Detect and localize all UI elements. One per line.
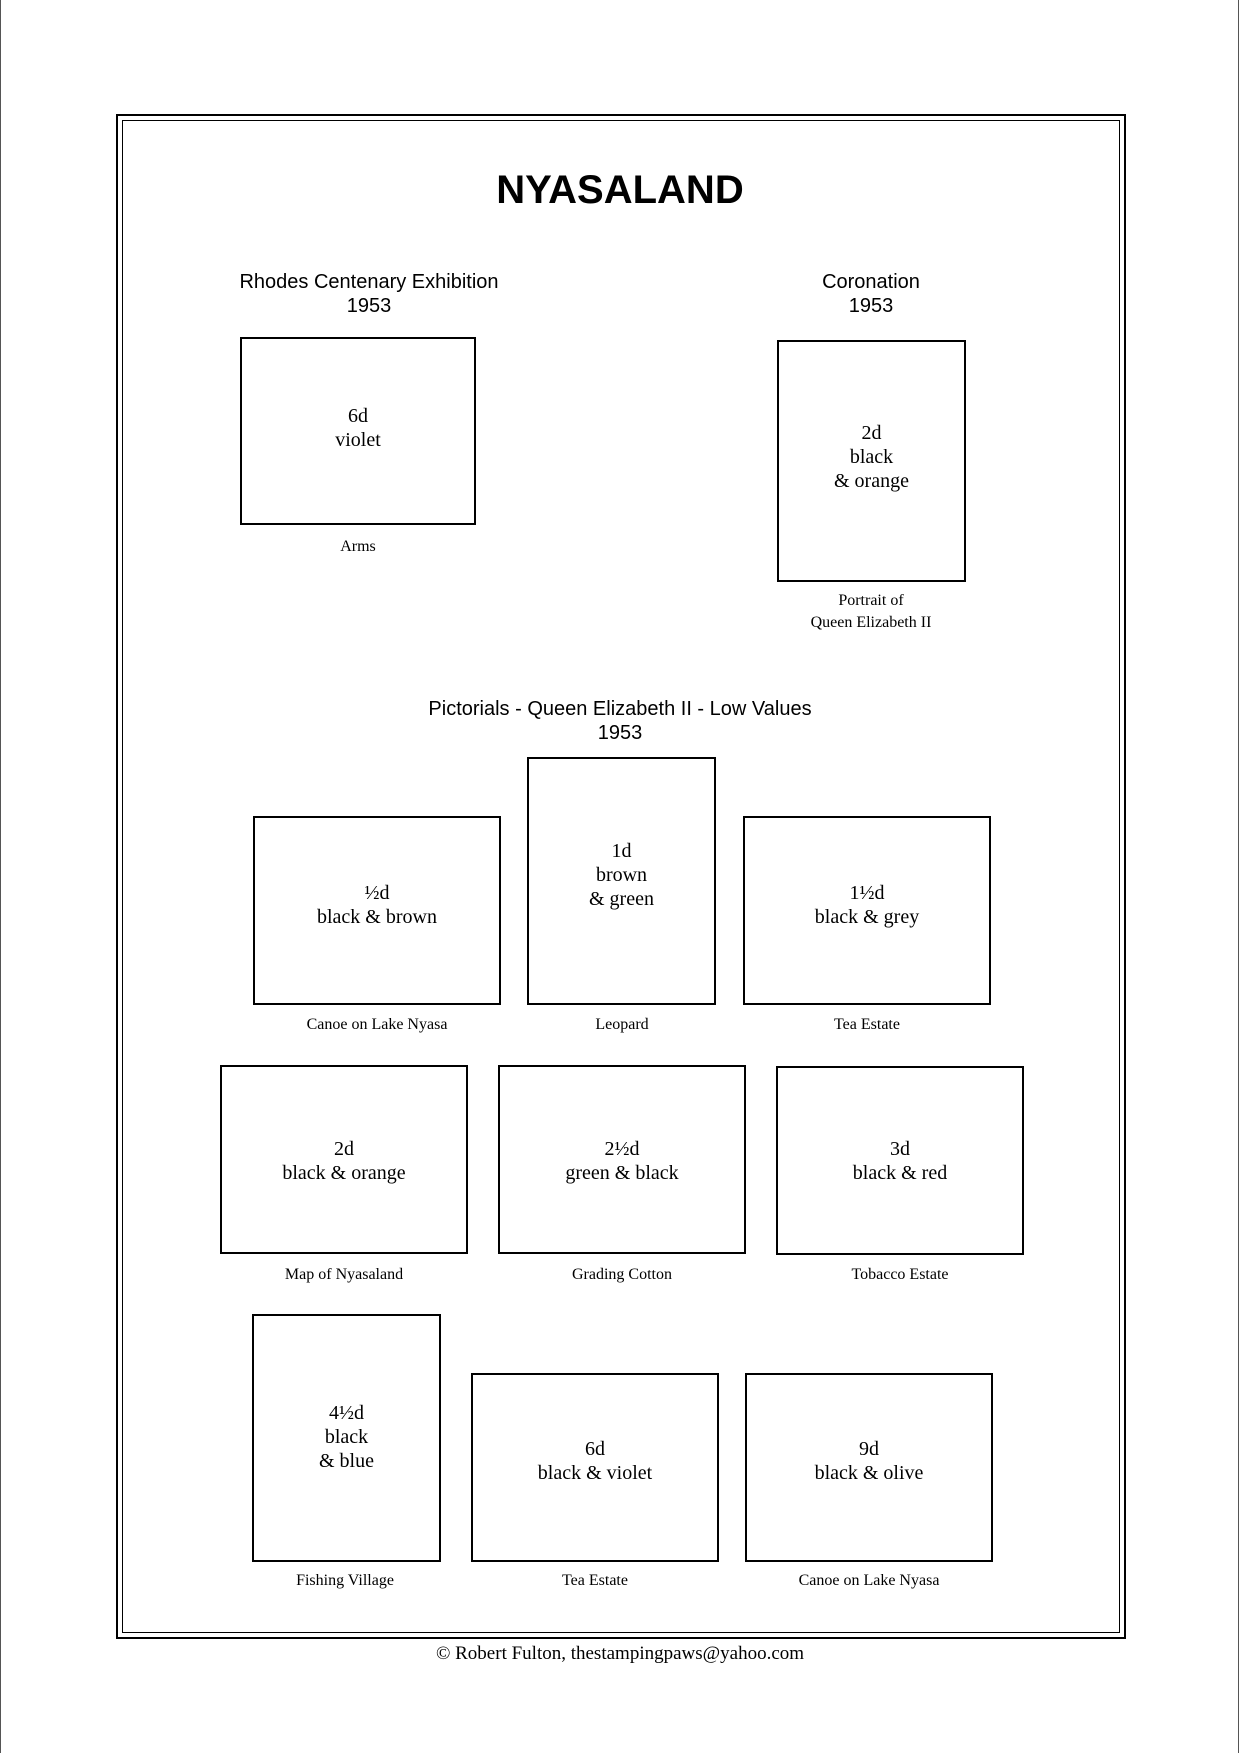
stamp-caption-arms: Arms (258, 536, 458, 558)
stamp-color: black & red (852, 1162, 948, 1184)
caption-text: Grading Cotton (572, 1266, 672, 1283)
stamp-value: 1d (611, 840, 632, 862)
stamp-box-halfpenny: ½d black & brown (253, 816, 501, 1005)
stamp-box-arms: 6d violet (240, 337, 476, 525)
stamp-value: 1½d (849, 882, 885, 904)
stamp-box-two-half-pence: 2½d green & black (498, 1065, 746, 1254)
stamp-caption-one-penny: Leopard (522, 1014, 722, 1036)
section-heading-pictorials: Pictorials - Queen Elizabeth II - Low Va… (395, 697, 845, 745)
stamp-color: black & grey (814, 906, 920, 928)
stamp-box-coronation: 2d black & orange (777, 340, 966, 582)
caption-text: Map of Nyasaland (284, 1266, 404, 1283)
caption-text: Canoe on Lake Nyasa (798, 1572, 940, 1589)
stamp-color: black & olive (814, 1462, 924, 1484)
stamp-box-nine-pence: 9d black & olive (745, 1373, 993, 1562)
stamp-box-three-pence: 3d black & red (776, 1066, 1024, 1255)
stamp-color: brown (595, 864, 648, 886)
stamp-color: violet (335, 429, 381, 451)
section-title: Coronation (822, 271, 920, 293)
stamp-box-six-pence: 6d black & violet (471, 1373, 719, 1562)
stamp-caption-one-half-penny: Tea Estate (767, 1014, 967, 1036)
section-title: Pictorials - Queen Elizabeth II - Low Va… (428, 698, 812, 720)
stamp-color: & blue (319, 1450, 374, 1472)
caption-text: Fishing Village (296, 1572, 394, 1589)
stamp-value: ½d (364, 882, 390, 904)
stamp-value: 2d (861, 422, 882, 444)
stamp-value: 2½d (604, 1138, 640, 1160)
stamp-color: black (324, 1426, 369, 1448)
stamp-color: green & black (565, 1162, 679, 1184)
stamp-box-one-penny: 1d brown & green (527, 757, 716, 1005)
caption-text: Queen Elizabeth II (810, 614, 932, 631)
stamp-caption-halfpenny: Canoe on Lake Nyasa (252, 1014, 502, 1036)
stamp-color: black & brown (317, 906, 437, 928)
stamp-value: 2d (334, 1138, 354, 1160)
caption-text: Portrait of (838, 592, 904, 609)
section-title: Rhodes Centenary Exhibition (239, 271, 499, 293)
stamp-value: 4½d (329, 1402, 364, 1424)
caption-text: Tea Estate (562, 1572, 628, 1589)
stamp-value: 9d (859, 1438, 879, 1460)
stamp-caption-three-pence: Tobacco Estate (800, 1264, 1000, 1286)
caption-text: Tea Estate (834, 1016, 900, 1033)
section-year: 1953 (597, 722, 643, 744)
stamp-color: black & orange (282, 1162, 406, 1184)
caption-text: Leopard (595, 1016, 649, 1033)
stamp-value: 6d (585, 1438, 605, 1460)
section-heading-coronation: Coronation 1953 (771, 270, 971, 318)
stamp-color: black (849, 446, 894, 468)
stamp-box-four-half-pence: 4½d black & blue (252, 1314, 441, 1562)
section-year: 1953 (848, 295, 894, 317)
stamp-caption-two-pence: Map of Nyasaland (219, 1264, 469, 1286)
stamp-value: 6d (348, 405, 368, 427)
section-heading-rhodes: Rhodes Centenary Exhibition 1953 (219, 270, 519, 318)
stamp-caption-nine-pence: Canoe on Lake Nyasa (744, 1570, 994, 1592)
stamp-color: & orange (834, 470, 909, 492)
page-title: NYASALAND (496, 168, 744, 212)
stamp-color: black & violet (537, 1462, 653, 1484)
stamp-caption-six-pence: Tea Estate (495, 1570, 695, 1592)
caption-text: Arms (340, 538, 376, 555)
stamp-value: 3d (890, 1138, 910, 1160)
page-footer: © Robert Fulton, thestampingpaws@yahoo.c… (435, 1643, 805, 1664)
caption-text: Tobacco Estate (851, 1266, 949, 1283)
stamp-caption-two-half-pence: Grading Cotton (522, 1264, 722, 1286)
stamp-caption-coronation: Portrait of Queen Elizabeth II (771, 590, 971, 634)
page-border-outer (116, 114, 1126, 1639)
stamp-color: & green (589, 888, 654, 910)
page-border-inner (122, 120, 1120, 1633)
stamp-box-one-half-penny: 1½d black & grey (743, 816, 991, 1005)
stamp-caption-four-half-pence: Fishing Village (245, 1570, 445, 1592)
section-year: 1953 (346, 295, 392, 317)
caption-text: Canoe on Lake Nyasa (306, 1016, 448, 1033)
stamp-box-two-pence: 2d black & orange (220, 1065, 468, 1254)
